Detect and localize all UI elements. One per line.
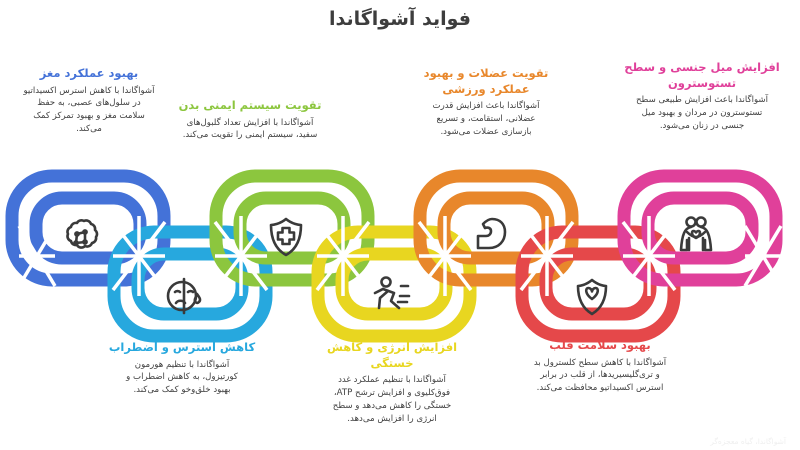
benefit-caption-heart: بهبود سلامت قلب آشواگاندا با کاهش سطح کل…	[502, 338, 698, 395]
benefit-title-muscle: تقویت عضلات و بهبود عملکرد ورزشی	[423, 66, 549, 96]
benefit-caption-immune: تقویت سیستم ایمنی بدن آشواگاندا با افزای…	[172, 98, 328, 142]
benefit-title-stress: کاهش استرس و اضطراب	[108, 340, 256, 354]
page-title: فواید آشواگاندا	[328, 8, 472, 30]
chain-weave-overlay	[17, 216, 783, 296]
benefit-body-muscle: آشواگاندا باعث افزایش قدرت عضلانی، استقا…	[432, 101, 540, 137]
benefit-body-brain: آشواگاندا با کاهش استرس اکسیداتیو در سلو…	[23, 85, 155, 135]
mood-face-icon	[166, 277, 202, 315]
running-person-icon	[373, 276, 411, 310]
benefit-title-heart: بهبود سلامت قلب	[549, 338, 651, 352]
benefit-title-immune: تقویت سیستم ایمنی بدن	[178, 98, 322, 112]
benefit-body-libido: آشواگاندا باعث افزایش طبیعی سطح تستوسترو…	[635, 95, 769, 131]
benefit-caption-energy: افزایش انرژی و کاهش خستگی آشواگاندا با ت…	[298, 340, 486, 426]
shield-heart-icon	[576, 278, 608, 316]
benefit-title-energy: افزایش انرژی و کاهش خستگی	[326, 340, 458, 370]
benefit-title-brain: بهبود عملکرد مغز	[39, 66, 139, 80]
watermark-text: آشواگاندا، گیاه معجزه‌گر	[710, 437, 786, 446]
benefit-body-immune: آشواگاندا با افزایش تعداد گلبول‌های سفید…	[182, 117, 318, 141]
benefit-title-libido: افزایش میل جنسی و سطح تستوسترون	[624, 60, 780, 90]
benefit-body-stress: آشواگاندا با تنظیم هورمون کورتیزول، به ک…	[126, 359, 238, 396]
benefit-caption-libido: افزایش میل جنسی و سطح تستوسترون آشواگاند…	[608, 60, 796, 133]
benefit-caption-muscle: تقویت عضلات و بهبود عملکرد ورزشی آشواگان…	[392, 66, 580, 139]
benefit-caption-stress: کاهش استرس و اضطراب آشواگاندا با تنظیم ه…	[84, 340, 280, 397]
benefit-body-heart: آشواگاندا با کاهش سطح کلسترول بد و تری‌گ…	[533, 357, 667, 394]
benefit-caption-brain: بهبود عملکرد مغز آشواگاندا با کاهش استرس…	[6, 66, 172, 136]
chain-graphic	[0, 168, 783, 344]
brain-icon	[66, 219, 99, 249]
shield-cross-icon	[269, 217, 303, 257]
benefit-body-energy: آشواگاندا با تنظیم عملکرد غدد فوق‌کلیوی …	[332, 375, 452, 424]
couple-icon	[679, 216, 713, 252]
flexed-bicep-icon	[476, 217, 507, 250]
